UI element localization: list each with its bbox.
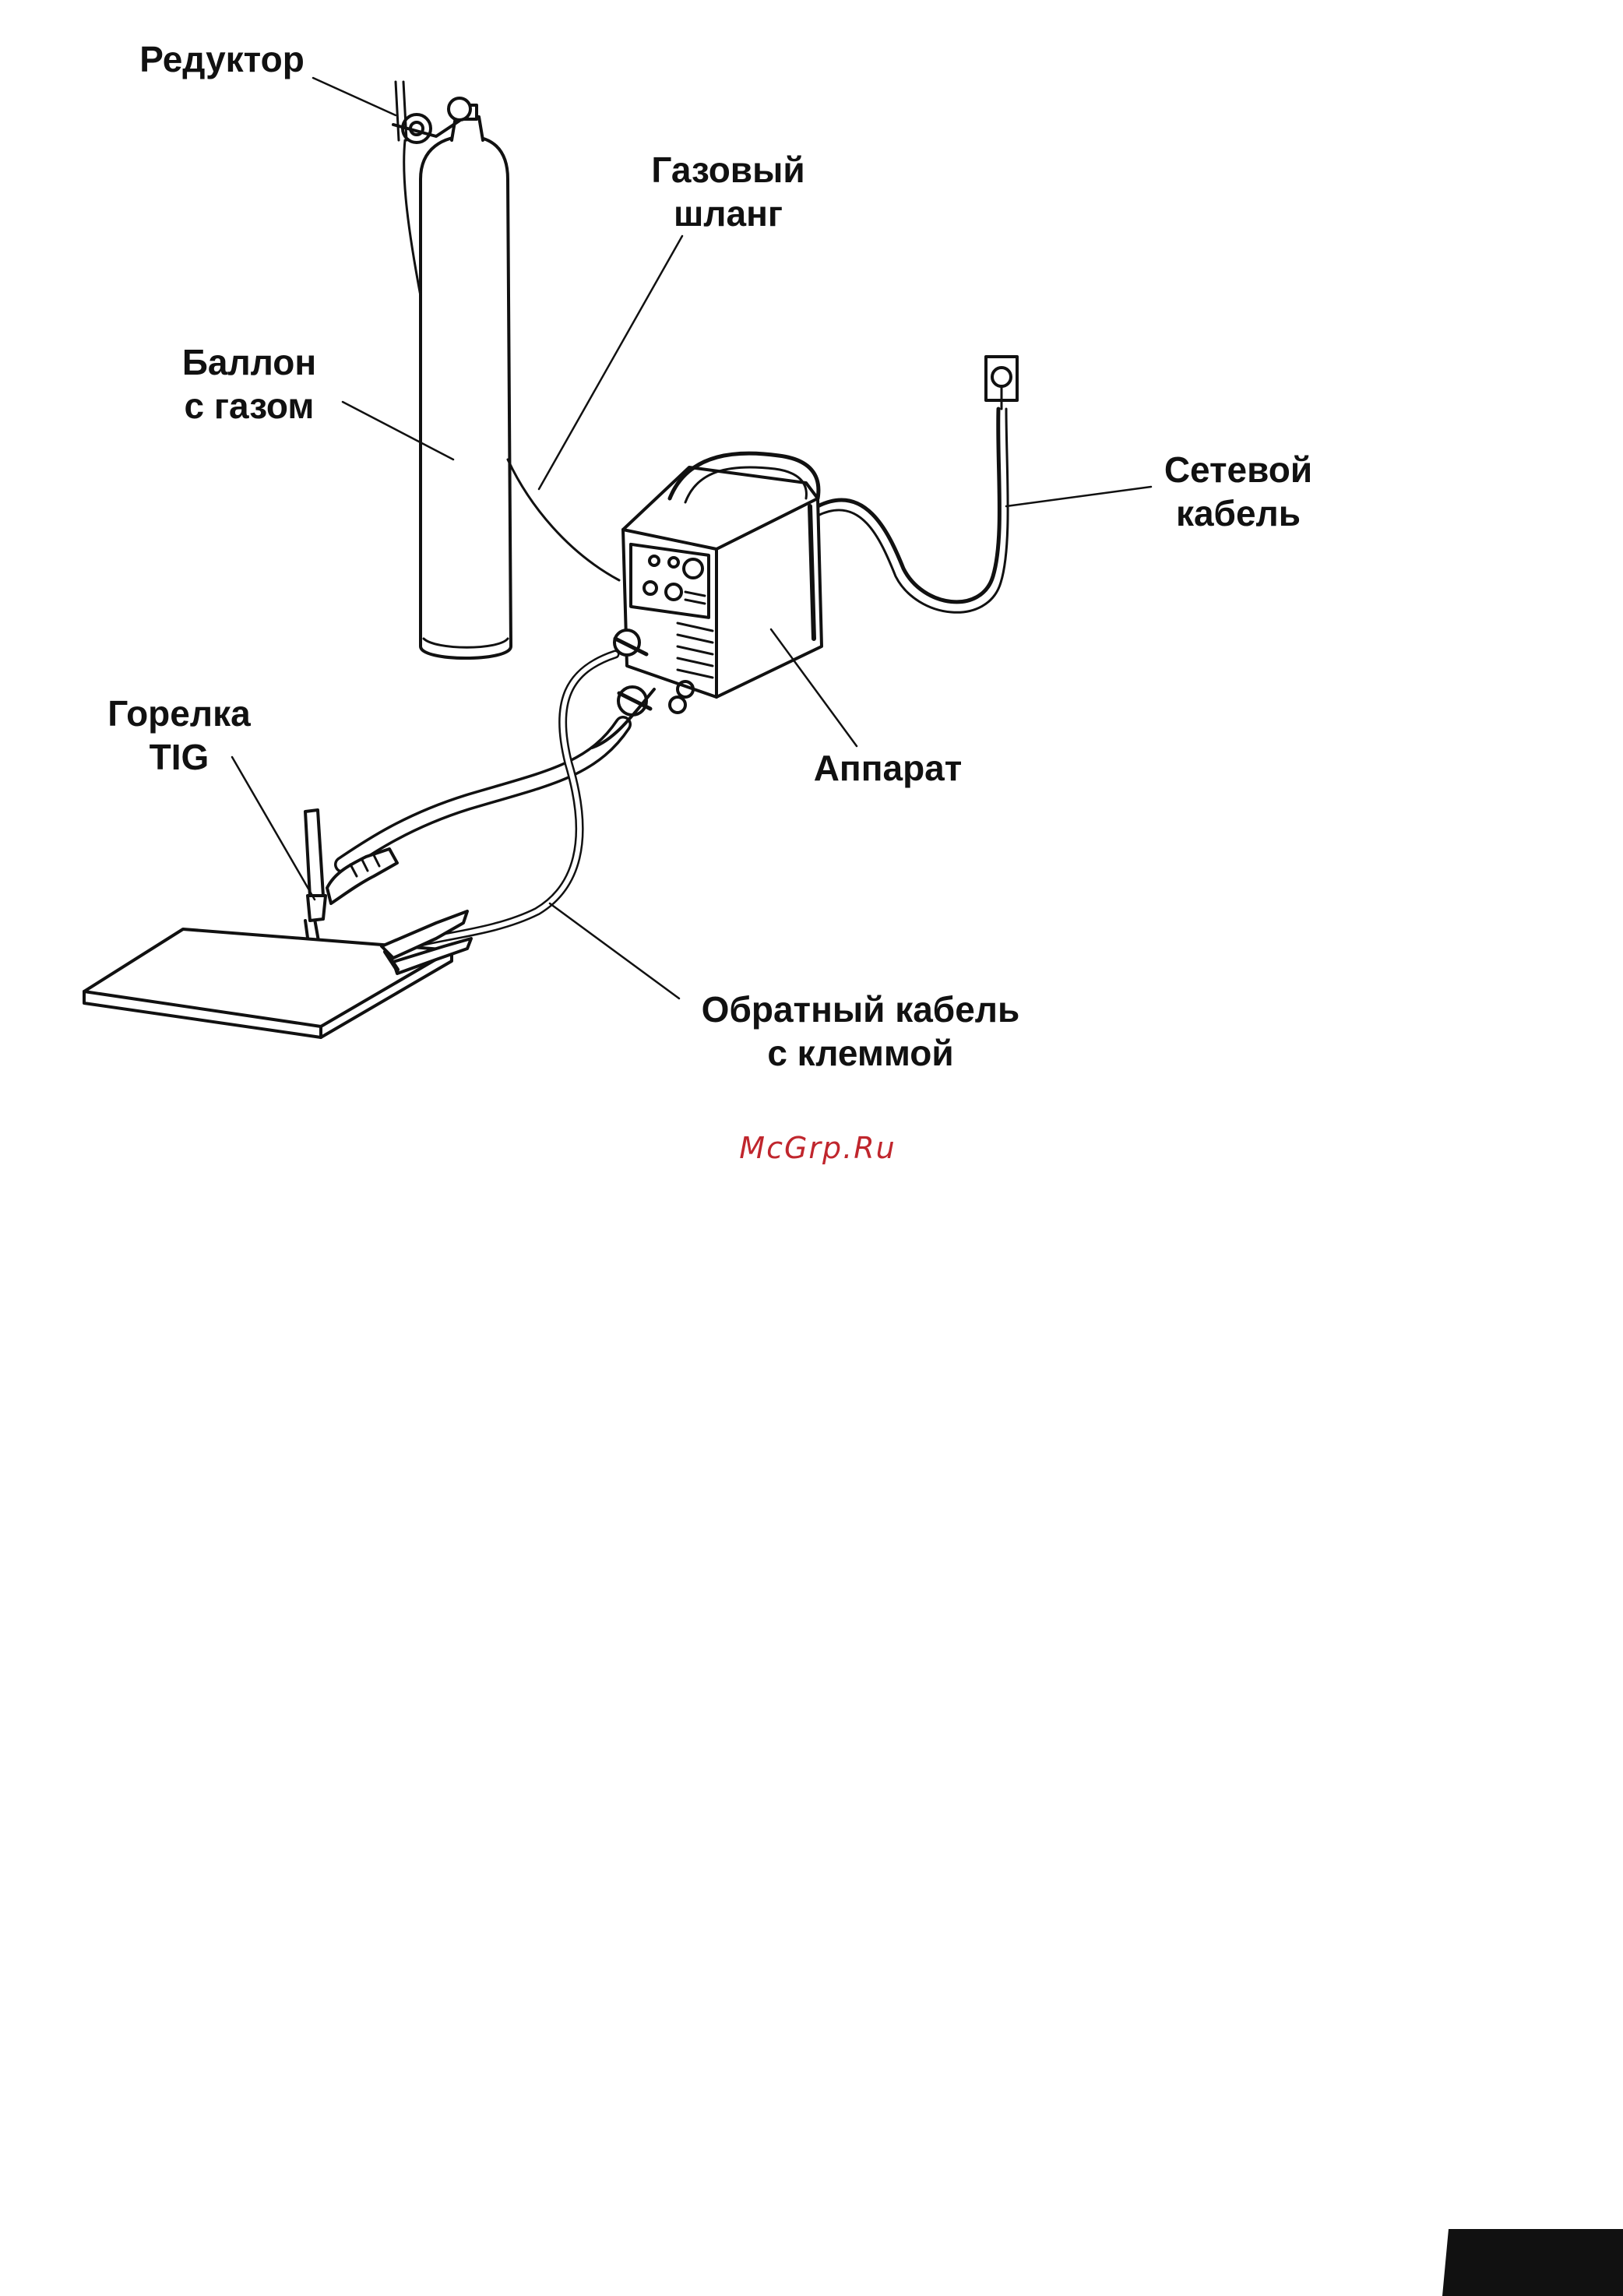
label-gas-hose-line2: шланг bbox=[631, 192, 826, 235]
label-gas-hose: Газовый шланг bbox=[631, 148, 826, 235]
label-mains-cable-line1: Сетевой bbox=[1137, 448, 1340, 491]
apparatus bbox=[614, 453, 822, 715]
earth-clamp bbox=[382, 911, 471, 974]
label-tig-torch-line2: TIG bbox=[86, 735, 273, 779]
label-mains-cable-line2: кабель bbox=[1137, 491, 1340, 535]
watermark-text: McGrp.Ru bbox=[739, 1131, 896, 1165]
label-apparatus-text: Аппарат bbox=[814, 748, 963, 788]
label-cylinder: Баллон с газом bbox=[156, 340, 343, 428]
label-cylinder-line1: Баллон bbox=[156, 340, 343, 384]
label-reducer-text: Редуктор bbox=[139, 39, 305, 79]
watermark: McGrp.Ru bbox=[701, 1131, 935, 1165]
return-cable bbox=[421, 654, 615, 942]
wall-socket bbox=[986, 357, 1017, 409]
label-return-cable: Обратный кабель с клеммой bbox=[670, 988, 1051, 1075]
mains-cable bbox=[818, 409, 999, 602]
page-corner-tab bbox=[1442, 2229, 1623, 2296]
label-apparatus: Аппарат bbox=[794, 746, 981, 790]
gas-cylinder bbox=[421, 105, 511, 658]
label-gas-hose-line1: Газовый bbox=[631, 148, 826, 192]
label-return-cable-line1: Обратный кабель bbox=[670, 988, 1051, 1031]
label-return-cable-line2: с клеммой bbox=[670, 1031, 1051, 1075]
gas-hose bbox=[508, 460, 619, 580]
label-tig-torch-line1: Горелка bbox=[86, 692, 273, 735]
label-mains-cable: Сетевой кабель bbox=[1137, 448, 1340, 535]
label-reducer: Редуктор bbox=[125, 37, 319, 81]
label-cylinder-line2: с газом bbox=[156, 384, 343, 428]
label-tig-torch: Горелка TIG bbox=[86, 692, 273, 779]
